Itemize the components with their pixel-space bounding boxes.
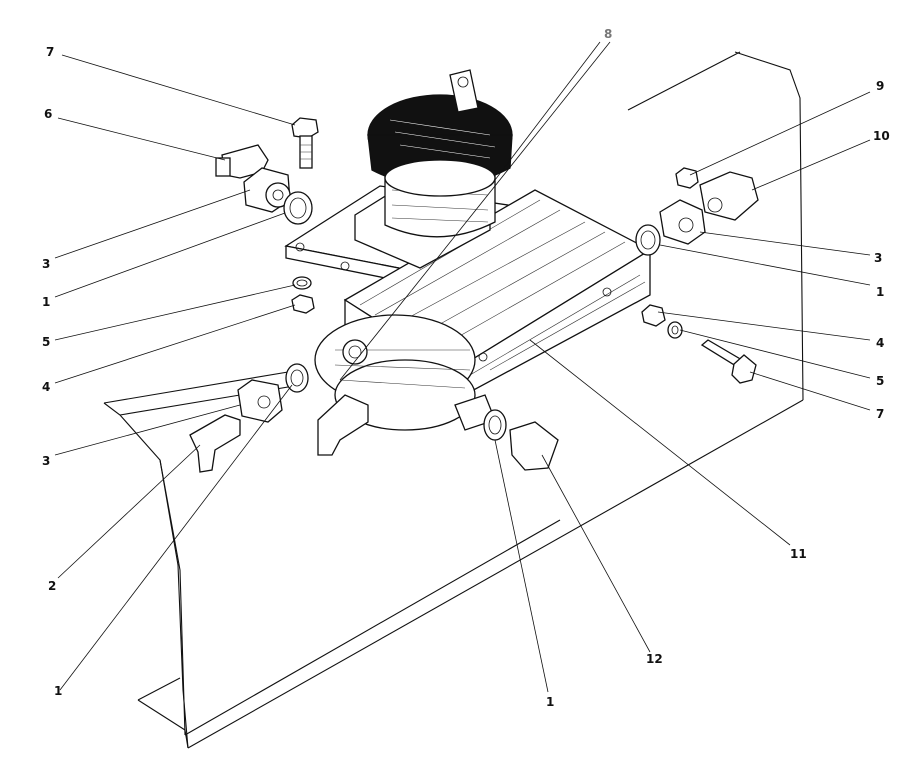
callout-label: 5	[42, 335, 50, 349]
callout-label: 3	[42, 257, 50, 271]
callout-labels: 7 6 8 9 10 3 1 5 4 3 2 1 3 1 4 5 7 11 12…	[42, 27, 890, 709]
bolt-right	[700, 339, 757, 384]
callout-label: 1	[54, 684, 62, 698]
callout-label: 7	[876, 407, 884, 421]
plug	[509, 421, 559, 471]
washer-mid	[285, 363, 309, 393]
leader-lines	[54, 41, 871, 693]
elbow-fitting-top	[215, 144, 269, 179]
callout-label: 11	[790, 547, 807, 561]
union-right	[699, 171, 759, 221]
valve-head	[354, 69, 513, 269]
callout-label: 1	[876, 285, 884, 299]
union-nut-right	[659, 199, 706, 245]
callout-label: 7	[46, 45, 54, 59]
elbow-fitting-center	[317, 394, 369, 456]
callout-label: 1	[546, 695, 554, 709]
callout-label: 6	[44, 107, 52, 121]
frame-bracket	[103, 51, 804, 749]
washer-left	[283, 191, 313, 225]
washer-right	[635, 224, 661, 256]
callout-label: 10	[873, 129, 890, 143]
callout-label: 12	[646, 652, 663, 666]
valve-body	[314, 314, 496, 431]
small-washer-right	[667, 321, 683, 339]
callout-label: 4	[42, 380, 50, 394]
nut-left	[291, 294, 315, 314]
callout-label: 4	[876, 336, 884, 350]
union-nut-mid	[237, 379, 283, 423]
callout-label: 8	[604, 27, 612, 41]
callout-label: 1	[42, 295, 50, 309]
nut-right	[641, 304, 666, 327]
callout-label: 5	[876, 374, 884, 388]
union-nut-left	[243, 167, 291, 213]
callout-label: 9	[876, 79, 884, 93]
bolt-top	[291, 117, 319, 169]
elbow-fitting-left	[189, 414, 241, 473]
small-nut-right-top	[675, 167, 699, 189]
callout-label: 3	[42, 454, 50, 468]
washer-lower	[483, 409, 507, 441]
callout-label: 3	[874, 251, 882, 265]
small-washer-left	[292, 276, 312, 290]
callout-label: 2	[48, 579, 56, 593]
